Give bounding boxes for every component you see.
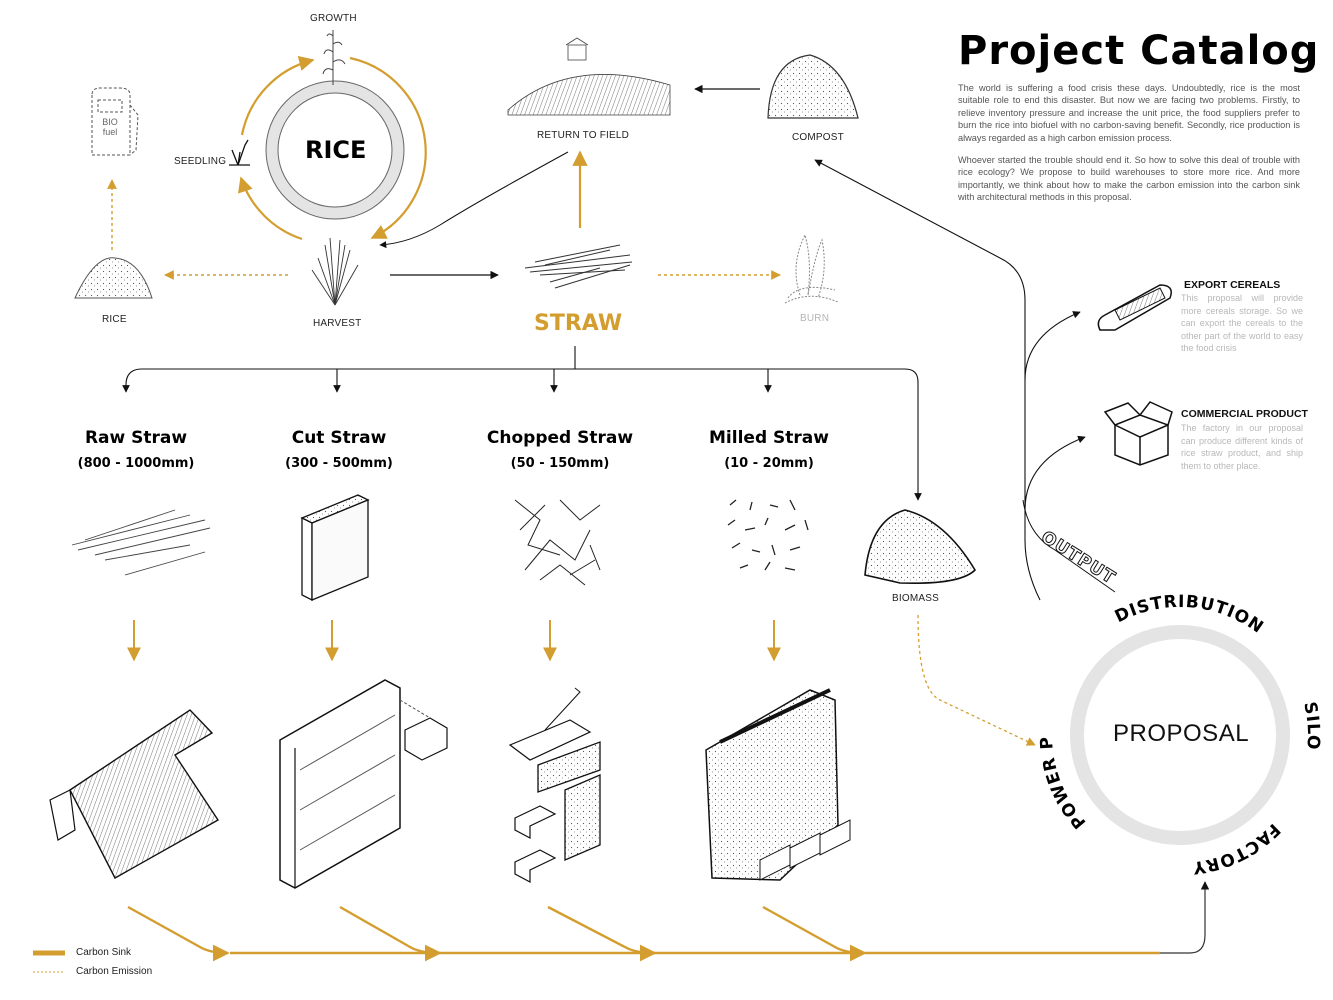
biofuel-text-top: BIO (102, 117, 118, 127)
output-label: OUTPUT (1022, 499, 1119, 593)
svg-text:POWER PLANT: POWER PLANT (0, 0, 1089, 832)
rice-pile-icon (74, 257, 153, 299)
thatched-roof-building (49, 709, 219, 879)
seedling-label: SEEDLING (174, 156, 227, 167)
rice-center-label: RICE (305, 136, 367, 164)
arc-harvest-seedling (238, 176, 303, 241)
legend-label-carbon-emission: Carbon Emission (76, 966, 153, 977)
burn-label: BURN (800, 313, 830, 324)
segment-power-plant: POWER PLANT (0, 0, 1089, 832)
biomass-icon (864, 509, 977, 585)
biomass-label: BIOMASS (892, 593, 939, 604)
seedling-icon (229, 139, 250, 166)
straw-bundle-icon (524, 244, 633, 289)
output-heading-export: EXPORT CEREALS (1184, 279, 1281, 291)
category-title-milled: Milled Straw (709, 428, 829, 448)
arrow-biomass-power-plant (917, 614, 1036, 746)
biofuel-icon (91, 87, 139, 156)
growth-label: GROWTH (310, 13, 357, 24)
category-title-raw: Raw Straw (84, 428, 188, 448)
intro-text: The world is suffering a food crisis the… (958, 82, 1300, 214)
proposal-center-label: PROPOSAL (1113, 720, 1250, 747)
intro-paragraph: The world is suffering a food crisis the… (958, 83, 1300, 143)
svg-text:SILO: SILO (1299, 700, 1323, 751)
output-label-text: OUTPUT (1037, 527, 1119, 588)
box-icon (1103, 401, 1173, 466)
rice-cycle (238, 55, 427, 241)
harvest-icon (311, 237, 359, 306)
cut-straw-block-icon (300, 494, 370, 602)
cargo-ship-icon (1097, 284, 1172, 331)
silo-building (705, 688, 851, 881)
output-text-export: This proposal will provide more cereals … (1181, 293, 1303, 353)
category-range-chopped: (50 - 150mm) (510, 456, 610, 471)
arc-growth-harvest (349, 56, 427, 239)
arc-seedling-growth (240, 55, 315, 136)
category-range-milled: (10 - 20mm) (724, 456, 814, 471)
raw-straw-icon (71, 509, 211, 576)
straw-label: STRAW (534, 311, 623, 336)
biofuel-text-bottom: fuel (102, 127, 118, 137)
page-title: Project Catalog (958, 28, 1320, 74)
output-heading-commercial: COMMERCIAL PRODUCT (1181, 408, 1308, 420)
biofuel-text: BIO fuel (98, 117, 122, 137)
arrow-return-harvest (379, 151, 569, 249)
chopped-straw-building (508, 687, 601, 883)
burn-fire-icon (784, 233, 839, 304)
chopped-straw-icon (514, 499, 601, 586)
straw-wall-panel-building (279, 679, 448, 889)
growth-plant-icon (322, 30, 346, 85)
compost-icon (767, 54, 859, 119)
straw-branch-lines (122, 346, 922, 501)
harvest-label: HARVEST (313, 318, 362, 329)
category-title-cut: Cut Straw (291, 428, 387, 448)
category-range-cut: (300 - 500mm) (285, 456, 393, 471)
compost-label: COMPOST (792, 132, 844, 143)
legend-label-carbon-sink: Carbon Sink (76, 947, 132, 958)
rice-ring (266, 81, 404, 219)
category-range-raw: (800 - 1000mm) (77, 456, 195, 471)
arrow-to-factory (1160, 881, 1210, 954)
category-to-building-arrows (127, 620, 781, 662)
carbon-sink-flow (127, 905, 1160, 962)
output-routing-lines (814, 159, 1086, 601)
return-to-field-label: RETURN TO FIELD (537, 130, 630, 141)
intro-paragraph: Whoever started the trouble should end i… (958, 155, 1300, 203)
output-text-commercial: The factory in our proposal can produce … (1181, 423, 1303, 471)
milled-straw-icon (727, 499, 809, 571)
rice-label: RICE (102, 314, 127, 325)
category-title-chopped: Chopped Straw (486, 428, 634, 448)
field-icon (507, 37, 671, 116)
segment-silo: SILO (1299, 700, 1322, 751)
